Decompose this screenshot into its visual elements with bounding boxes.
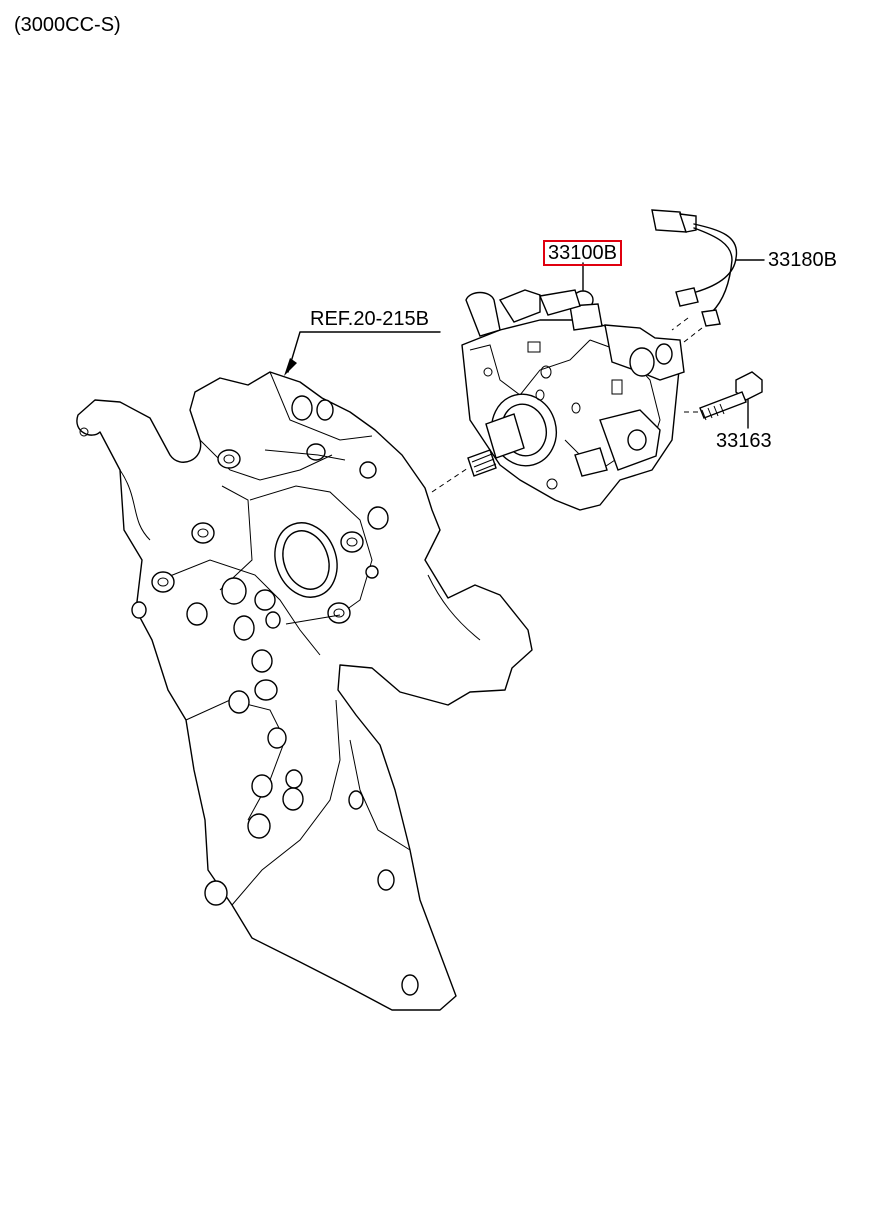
bolt-drawing [699,371,763,421]
leader-lines [284,259,765,493]
sensor-harness-drawing [651,209,738,327]
fuel-pump-drawing [461,289,685,511]
bolt-part-callout[interactable]: 33163 [716,430,772,452]
timing-cover-drawing [76,371,533,1011]
pump-part-callout[interactable]: 33100B [543,240,622,266]
reference-callout[interactable]: REF.20-215B [310,308,429,330]
sensor-part-callout[interactable]: 33180B [768,249,837,271]
diagram-title: (3000CC-S) [14,14,121,36]
